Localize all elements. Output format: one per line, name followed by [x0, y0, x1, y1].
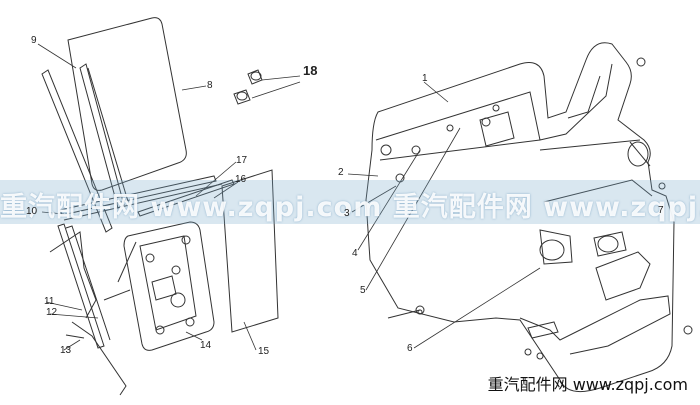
leader-lines — [37, 43, 541, 351]
part-label-4: 4 — [352, 248, 358, 259]
part-label-12: 12 — [46, 307, 58, 318]
part-label-13: 13 — [60, 345, 72, 356]
part-label-15: 15 — [258, 346, 270, 357]
part-label-2: 2 — [338, 167, 344, 178]
part-label-5: 5 — [360, 285, 366, 296]
window-regulator — [103, 221, 215, 351]
part-label-1: 1 — [422, 73, 428, 84]
part-label-10: 10 — [26, 206, 38, 217]
part-label-14: 14 — [200, 340, 212, 351]
glass-run-channel — [41, 63, 131, 233]
watermark-band — [0, 180, 700, 224]
part-label-3: 3 — [344, 208, 350, 219]
panel-fasteners — [380, 57, 693, 360]
part-label-9: 9 — [31, 35, 37, 46]
watermark-band-text: 重汽配件网 www.zqpj.com 重汽配件网 www.zqpj.com — [0, 192, 700, 223]
part-label-18: 18 — [303, 63, 318, 78]
part-label-11: 11 — [44, 296, 55, 307]
belt-strips — [59, 175, 235, 221]
part-label-7: 7 — [658, 205, 664, 216]
part-label-6: 6 — [407, 343, 413, 354]
rear-guide-channel — [49, 223, 127, 396]
part-label-17: 17 — [236, 155, 248, 166]
door-inner-panel — [365, 42, 675, 393]
part-label-16: 16 — [235, 174, 247, 185]
part-label-8: 8 — [207, 80, 213, 91]
window-glass — [67, 17, 187, 191]
trim-sheet — [221, 169, 279, 333]
watermark-bottom-text: 重汽配件网 www.zqpj.com — [487, 375, 688, 394]
fastener-bolts — [233, 69, 263, 105]
